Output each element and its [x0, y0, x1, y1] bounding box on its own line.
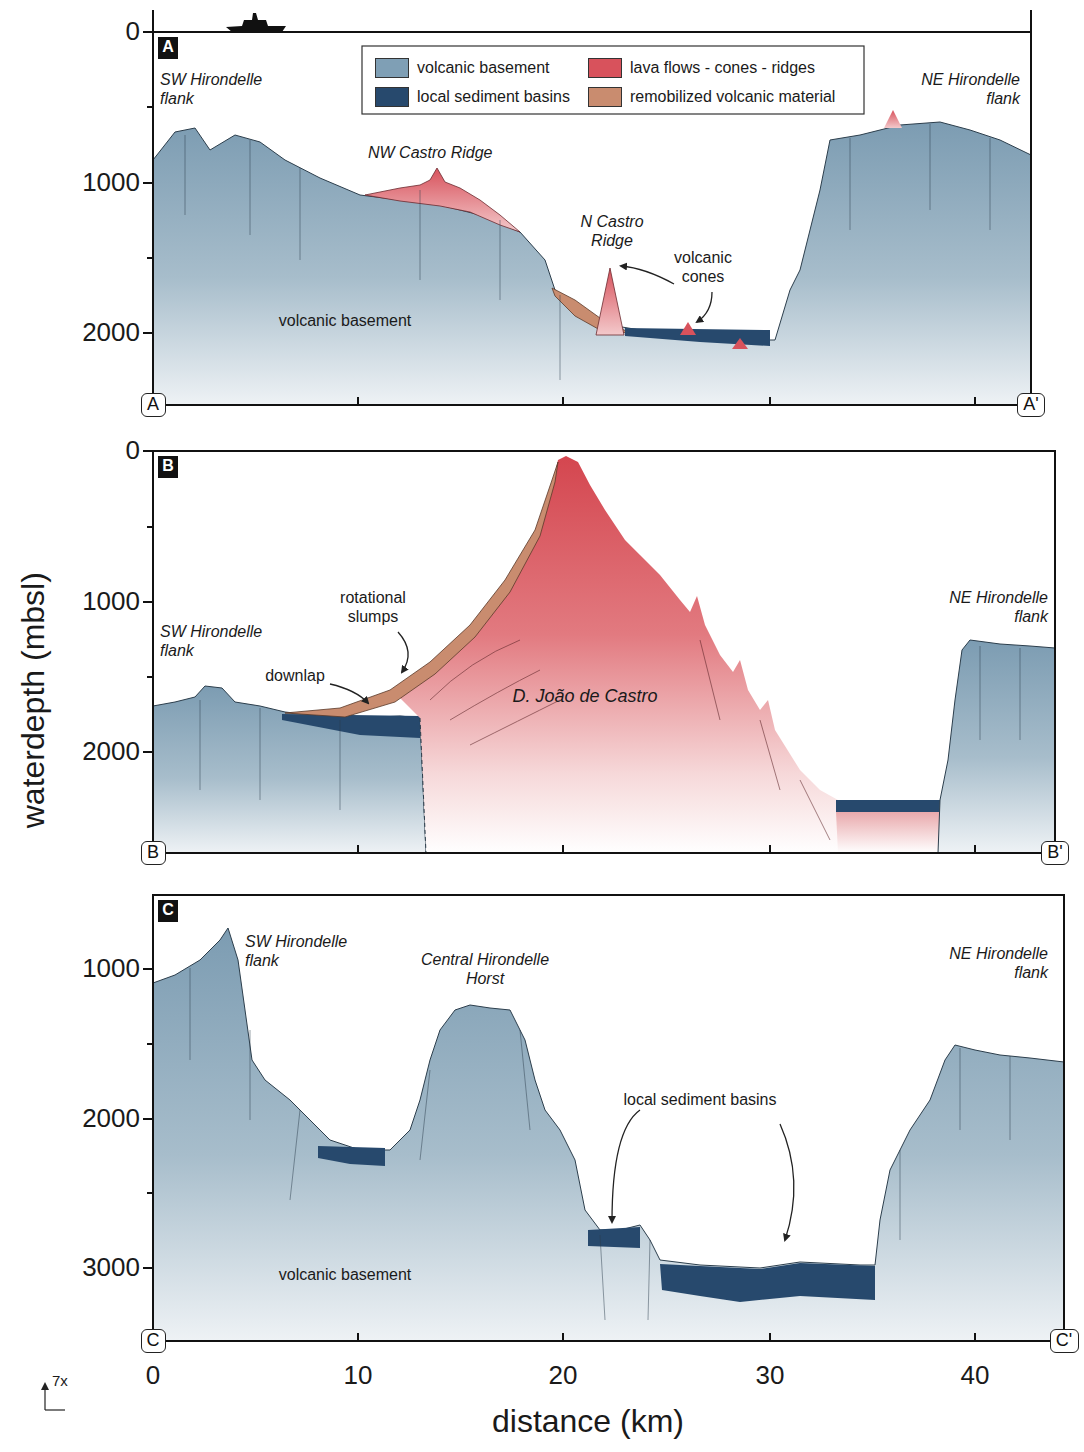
- axis-tick-label: 0: [126, 435, 140, 466]
- section-end-label: A': [1017, 393, 1045, 417]
- annotation-label: NE Hirondelle flank: [918, 588, 1048, 626]
- axis-tick-label: 2000: [82, 736, 140, 767]
- annotation-label: NW Castro Ridge: [368, 143, 492, 162]
- annotation-label: D. João de Castro: [512, 686, 657, 708]
- annotation-label: N Castro Ridge: [567, 212, 657, 250]
- annotation-label: SW Hirondelle flank: [245, 932, 365, 970]
- annotation-label: SW Hirondelle flank: [160, 70, 280, 108]
- axis-tick-label: 1000: [82, 586, 140, 617]
- axis-tick-label: 40: [961, 1360, 990, 1391]
- axis-tick-label: 3000: [82, 1252, 140, 1283]
- section-end-label: B: [141, 841, 166, 865]
- panel-marker: B: [158, 456, 178, 478]
- legend-swatch: [588, 87, 622, 107]
- annotation-label: volcanic cones: [663, 248, 743, 286]
- axis-title: waterdepth (mbsl): [14, 572, 52, 828]
- leader-lines-b: [330, 632, 408, 703]
- ship-icon: [226, 13, 286, 32]
- axis-tick-label: 2000: [82, 317, 140, 348]
- legend-swatch: [375, 58, 409, 78]
- annotation-label: rotational slumps: [323, 588, 423, 626]
- panel-c-frame: [143, 895, 1064, 1341]
- node-text: B: [142, 842, 165, 863]
- section-end-label: C': [1050, 1329, 1079, 1353]
- panel-a-terrain: [153, 110, 1031, 405]
- section-end-label: A: [141, 393, 166, 417]
- legend-text: lava flows - cones - ridges: [630, 58, 815, 77]
- node-text: C: [158, 900, 178, 919]
- annotation-label: NE Hirondelle flank: [890, 70, 1020, 108]
- annotation-label: Central Hirondelle Horst: [405, 950, 565, 988]
- panel-c-terrain: [153, 928, 1064, 1341]
- annotation-label: volcanic basement: [279, 311, 412, 330]
- node-text: B': [1042, 842, 1068, 863]
- section-end-label: B': [1041, 841, 1069, 865]
- annotation-label: local sediment basins: [624, 1090, 777, 1109]
- panel-b-frame: [143, 451, 1055, 853]
- legend-text: volcanic basement: [417, 58, 550, 77]
- axis-tick-label: 0: [126, 16, 140, 47]
- axis-tick-label: 1000: [82, 953, 140, 984]
- node-text: C: [142, 1330, 165, 1351]
- panel-b-terrain: [153, 456, 1055, 853]
- node-text: A: [158, 37, 178, 56]
- axis-title: distance (km): [492, 1402, 684, 1440]
- legend-swatch: [375, 87, 409, 107]
- exaggeration-label: 7x: [52, 1372, 68, 1390]
- legend-text: remobilized volcanic material: [630, 87, 835, 106]
- axis-tick-label: 2000: [82, 1103, 140, 1134]
- annotation-label: SW Hirondelle flank: [160, 622, 280, 660]
- annotation-label: NE Hirondelle flank: [918, 944, 1048, 982]
- node-text: B: [158, 456, 178, 475]
- axis-tick-label: 30: [756, 1360, 785, 1391]
- legend-swatch: [588, 58, 622, 78]
- node-text: C': [1051, 1330, 1078, 1351]
- axis-tick-label: 20: [549, 1360, 578, 1391]
- annotation-label: downlap: [265, 666, 325, 685]
- legend-box: [362, 46, 864, 114]
- node-text: A': [1018, 394, 1044, 415]
- section-end-label: C: [141, 1329, 166, 1353]
- leader-lines-c: [612, 1110, 794, 1240]
- axis-tick-label: 0: [146, 1360, 160, 1391]
- annotation-label: volcanic basement: [279, 1265, 412, 1284]
- axis-tick-label: 10: [344, 1360, 373, 1391]
- panel-marker: C: [158, 900, 178, 922]
- legend-text: local sediment basins: [417, 87, 570, 106]
- panel-marker: A: [158, 37, 178, 59]
- axis-tick-label: 1000: [82, 167, 140, 198]
- node-text: A: [142, 394, 165, 415]
- panel-a-frame: [143, 10, 1031, 405]
